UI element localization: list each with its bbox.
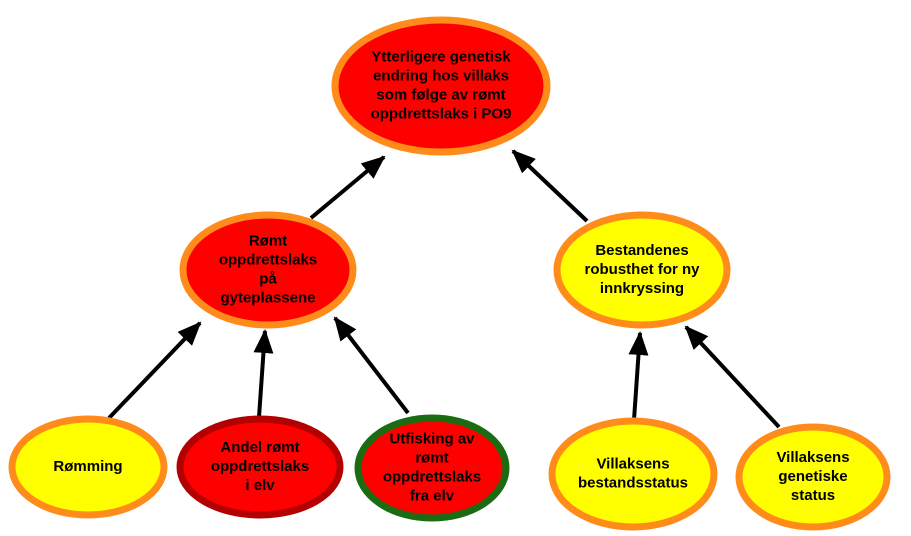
node-stock-label-line: bestandsstatus bbox=[578, 474, 688, 491]
node-escape-label-line: Rømming bbox=[53, 458, 122, 475]
node-genetic-label-line: status bbox=[791, 487, 835, 504]
node-escape-ellipse bbox=[8, 415, 168, 519]
node-top-label-line: endring hos villaks bbox=[373, 67, 509, 84]
node-stock-label-line: Villaksens bbox=[596, 455, 669, 472]
node-top: Ytterligere genetisk endring hos villaks s… bbox=[331, 16, 551, 156]
node-genetic-label-line: Villaksens bbox=[776, 449, 849, 466]
node-share-ellipse bbox=[176, 415, 344, 519]
node-removal-label-line: oppdrettslaks bbox=[383, 468, 481, 485]
node-robustness-label-line: robusthet for ny bbox=[585, 261, 701, 278]
node-share-label-line: i elv bbox=[245, 477, 275, 494]
node-stock: Villaksens bestandsstatus bbox=[548, 417, 718, 531]
node-spawning-label-line: på bbox=[259, 270, 277, 287]
node-genetic-label-line: genetiske bbox=[778, 468, 847, 485]
node-robustness-label: Bestandenes robusthet for ny innkryssing bbox=[585, 242, 701, 297]
node-spawning-label: Rømt oppdrettslaks på gyteplassene bbox=[219, 232, 317, 306]
edge-spawning-to-top bbox=[309, 155, 386, 220]
node-escape-label: Rømming bbox=[53, 458, 122, 475]
edge-escape-to-spawning bbox=[107, 321, 202, 420]
node-robustness: Bestandenes robusthet for ny innkryssing bbox=[553, 211, 731, 329]
node-removal-label-line: fra elv bbox=[410, 487, 455, 504]
node-genetic-ellipse bbox=[735, 423, 891, 531]
edge-removal-to-spawning bbox=[333, 316, 410, 415]
node-spawning-label-line: oppdrettslaks bbox=[219, 251, 317, 268]
node-spawning-label-line: Rømt bbox=[249, 232, 287, 249]
node-top-ellipse bbox=[331, 16, 551, 156]
node-robustness-label-line: Bestandenes bbox=[595, 242, 688, 259]
node-stock-ellipse bbox=[548, 417, 718, 531]
node-share-label: Andel rømt oppdrettslaks i elv bbox=[211, 439, 309, 494]
node-spawning: Rømt oppdrettslaks på gyteplassene bbox=[179, 211, 357, 329]
node-removal-ellipse bbox=[354, 414, 510, 522]
edge-stock-to-robustness bbox=[628, 331, 649, 421]
node-spawning-ellipse bbox=[179, 211, 357, 329]
node-share-label-line: oppdrettslaks bbox=[211, 458, 309, 475]
node-removal-label: Utfisking av rømt oppdrettslaks fra elv bbox=[383, 430, 481, 504]
node-escape: Rømming bbox=[8, 415, 168, 519]
edge-robustness-to-top bbox=[511, 149, 589, 223]
node-robustness-ellipse bbox=[553, 211, 731, 329]
node-removal-label-line: Utfisking av bbox=[389, 430, 475, 447]
node-share: Andel rømt oppdrettslaks i elv bbox=[176, 415, 344, 519]
node-share-label-line: Andel rømt bbox=[220, 439, 299, 456]
edge-genetic-to-robustness bbox=[684, 325, 781, 429]
node-genetic: Villaksens genetiske status bbox=[735, 423, 891, 531]
node-stock-label: Villaksens bestandsstatus bbox=[578, 455, 688, 491]
node-robustness-label-line: innkryssing bbox=[600, 280, 684, 297]
node-spawning-label-line: gyteplassene bbox=[220, 289, 315, 306]
node-top-label-line: oppdrettslaks i PO9 bbox=[371, 105, 512, 122]
node-removal: Utfisking av rømt oppdrettslaks fra elv bbox=[354, 414, 510, 522]
node-top-label-line: som følge av rømt bbox=[376, 86, 505, 103]
node-top-label: Ytterligere genetisk endring hos villaks s… bbox=[371, 48, 512, 122]
edge-share-to-spawning bbox=[253, 329, 274, 418]
node-genetic-label: Villaksens genetiske status bbox=[776, 449, 849, 504]
node-top-label-line: Ytterligere genetisk bbox=[371, 48, 511, 65]
node-removal-label-line: rømt bbox=[415, 449, 448, 466]
